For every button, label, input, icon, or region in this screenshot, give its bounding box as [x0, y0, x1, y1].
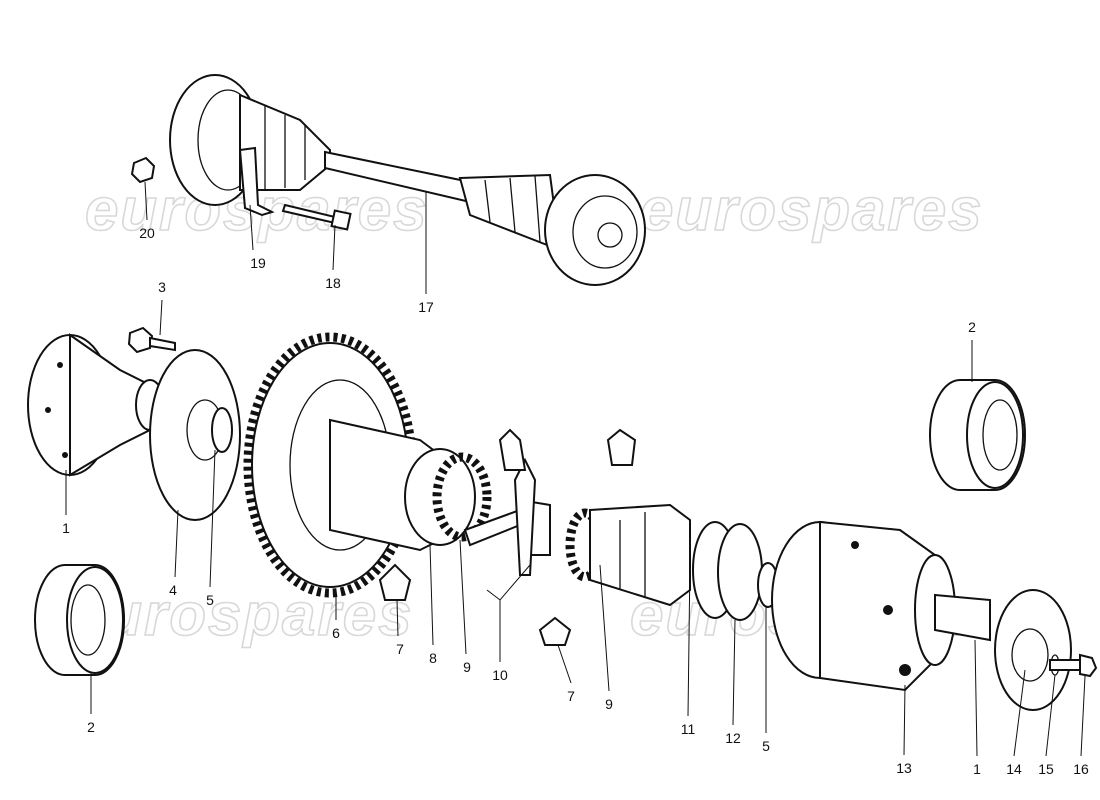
callout-10: 10	[492, 667, 508, 683]
side-gear-9	[565, 503, 691, 607]
left-flange-1	[27, 333, 165, 477]
callouts: 20 19 18 17 3 2 1 4 5 6 7 8 9 10 7 9 11 …	[62, 225, 1089, 777]
plate-12	[717, 523, 763, 621]
callout-14: 14	[1006, 761, 1022, 777]
callout-6: 6	[332, 625, 340, 641]
flange-14	[994, 589, 1072, 711]
callout-7-left: 7	[396, 641, 404, 657]
callout-9-right: 9	[605, 696, 613, 712]
watermark-bottom-left: eurospares	[70, 581, 414, 648]
callout-5-right: 5	[762, 738, 770, 754]
callout-18: 18	[325, 275, 341, 291]
pinion-gear-top	[606, 428, 637, 466]
callout-19: 19	[250, 255, 266, 271]
pinion-gear-7-right	[538, 616, 572, 646]
nut-20	[130, 156, 156, 184]
bolt-18	[281, 203, 352, 231]
callout-1-left: 1	[62, 520, 70, 536]
callout-16: 16	[1073, 761, 1089, 777]
housing-13	[771, 520, 991, 692]
callout-8: 8	[429, 650, 437, 666]
bearing-2-left	[34, 564, 126, 676]
bearing-2-right	[929, 379, 1026, 491]
callout-7-right: 7	[567, 688, 575, 704]
bolt-3	[127, 326, 176, 354]
callout-3: 3	[158, 279, 166, 295]
callout-13: 13	[896, 760, 912, 776]
callout-1-right: 1	[973, 761, 981, 777]
leader-lines	[65, 181, 1086, 757]
callout-12: 12	[725, 730, 741, 746]
watermark-top-right: eurospares	[640, 176, 984, 243]
callout-15: 15	[1038, 761, 1054, 777]
washer-5-left	[211, 407, 233, 453]
callout-17: 17	[418, 299, 434, 315]
callout-9-left: 9	[463, 659, 471, 675]
cross-shaft-10	[463, 428, 551, 576]
bolt-16	[1049, 653, 1098, 678]
callout-4: 4	[169, 582, 177, 598]
callout-5-left: 5	[206, 592, 214, 608]
drive-shaft-assembly	[169, 74, 646, 286]
callout-2-left: 2	[87, 719, 95, 735]
callout-11: 11	[681, 721, 696, 737]
differential-case	[329, 418, 492, 552]
pinion-gear-7-left	[378, 563, 412, 601]
callout-2-right: 2	[968, 319, 976, 335]
callout-20: 20	[139, 225, 155, 241]
